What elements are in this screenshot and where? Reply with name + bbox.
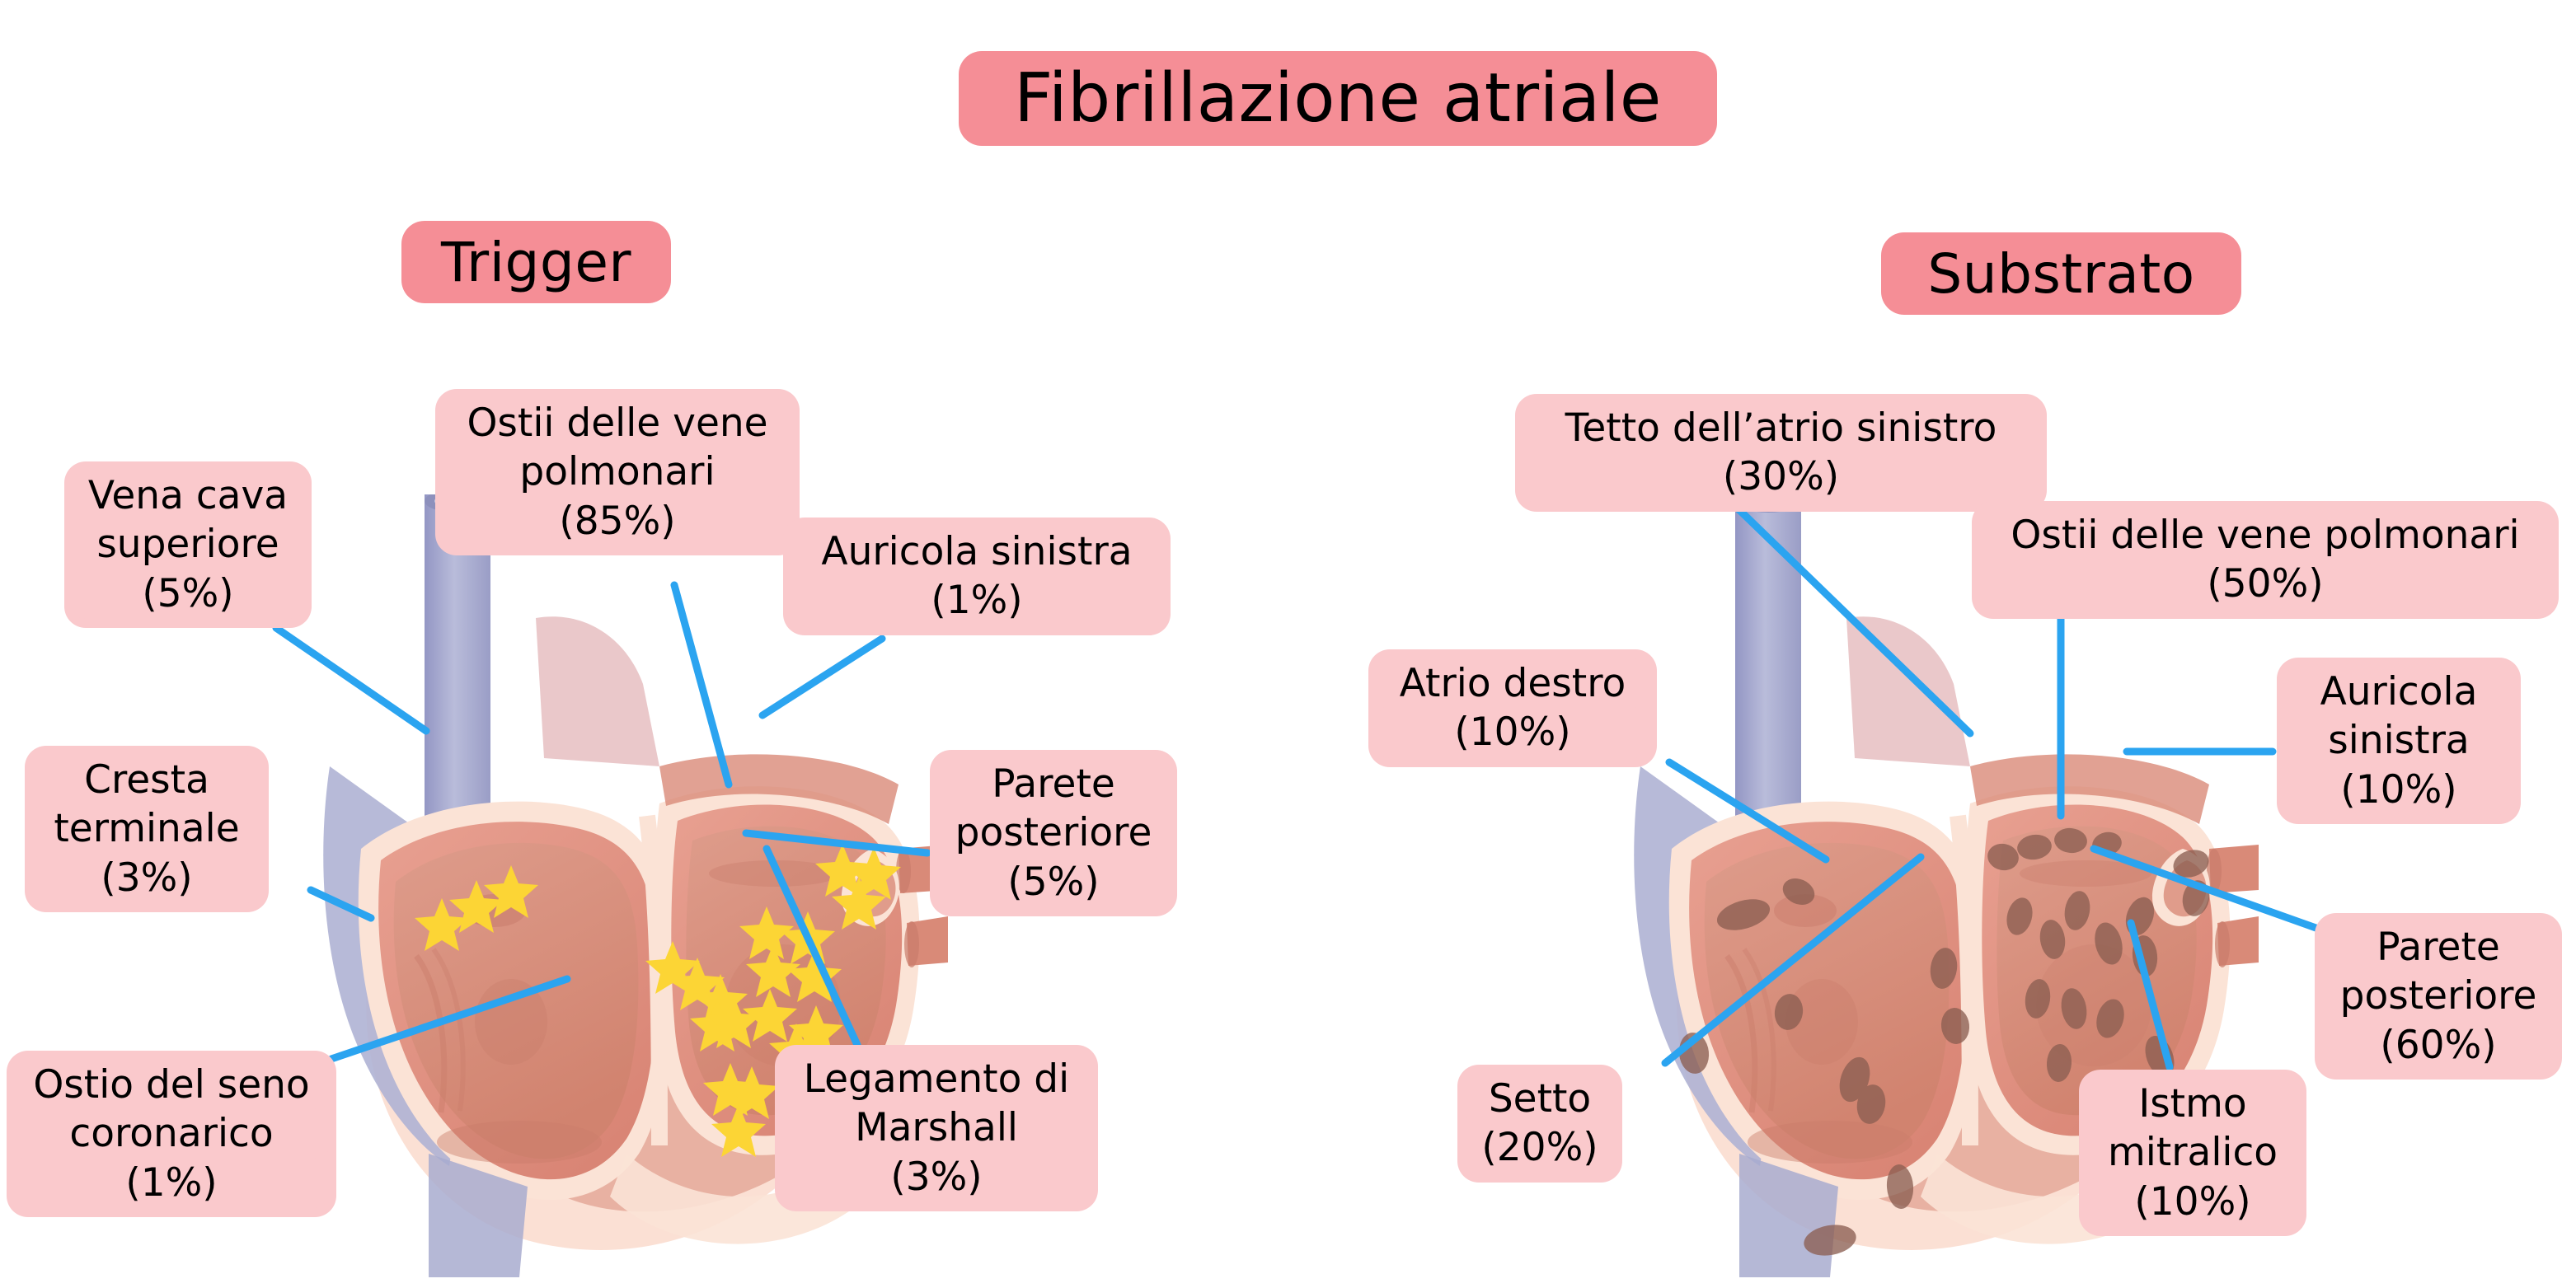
label-line: Ostii delle vene bbox=[442, 398, 793, 449]
panel-header-trigger: Trigger bbox=[401, 221, 671, 303]
label-auricola-sinistra-trigger: Auricola sinistra (1%) bbox=[783, 518, 1171, 635]
label-line: Atrio destro bbox=[1375, 658, 1650, 710]
label-line: (60%) bbox=[2321, 1019, 2555, 1070]
label-line: Cresta bbox=[31, 755, 262, 806]
label-line: (50%) bbox=[1978, 559, 2552, 610]
label-line: Tetto dell’atrio sinistro bbox=[1522, 403, 2040, 454]
label-line: Setto bbox=[1464, 1074, 1616, 1125]
panel-header-substrato: Substrato bbox=[1881, 232, 2241, 315]
label-line: (5%) bbox=[936, 856, 1171, 907]
label-line: (1%) bbox=[790, 575, 1164, 626]
label-vena-cava-superiore: Vena cava superiore (5%) bbox=[64, 461, 312, 628]
label-atrio-destro: Atrio destro (10%) bbox=[1368, 649, 1657, 767]
label-line: (10%) bbox=[2283, 764, 2514, 815]
label-line: coronarico bbox=[13, 1108, 330, 1159]
page-title: Fibrillazione atriale bbox=[959, 51, 1717, 146]
label-line: Istmo bbox=[2086, 1079, 2300, 1130]
label-line: Legamento di bbox=[781, 1054, 1091, 1105]
label-setto: Setto (20%) bbox=[1457, 1065, 1622, 1183]
label-line: superiore bbox=[71, 519, 305, 570]
label-parete-posteriore-trigger: Parete posteriore (5%) bbox=[930, 750, 1177, 916]
label-line: Parete bbox=[936, 759, 1171, 810]
label-ostii-vene-polmonari-trigger: Ostii delle vene polmonari (85%) bbox=[435, 389, 800, 555]
label-istmo-mitralico: Istmo mitralico (10%) bbox=[2079, 1070, 2306, 1236]
label-line: (10%) bbox=[1375, 707, 1650, 758]
label-line: (10%) bbox=[2086, 1176, 2300, 1227]
label-legamento-di-marshall: Legamento di Marshall (3%) bbox=[775, 1045, 1098, 1211]
label-line: Auricola sinistra bbox=[790, 527, 1164, 578]
label-line: posteriore bbox=[2321, 971, 2555, 1022]
label-cresta-terminale: Cresta terminale (3%) bbox=[25, 746, 269, 912]
label-auricola-sinistra-substrato: Auricola sinistra (10%) bbox=[2277, 658, 2521, 824]
label-line: (1%) bbox=[13, 1157, 330, 1208]
label-tetto-atrio-sinistro: Tetto dell’atrio sinistro (30%) bbox=[1515, 394, 2047, 512]
label-line: Vena cava bbox=[71, 471, 305, 522]
label-line: terminale bbox=[31, 803, 262, 855]
label-parete-posteriore-substrato: Parete posteriore (60%) bbox=[2315, 913, 2562, 1080]
label-line: (3%) bbox=[31, 852, 262, 903]
label-line: (30%) bbox=[1522, 452, 2040, 503]
label-line: Marshall bbox=[781, 1103, 1091, 1154]
label-line: Parete bbox=[2321, 922, 2555, 973]
label-line: (85%) bbox=[442, 495, 793, 546]
label-line: Ostii delle vene polmonari bbox=[1978, 510, 2552, 561]
label-line: sinistra bbox=[2283, 715, 2514, 766]
label-ostii-vene-polmonari-substrato: Ostii delle vene polmonari (50%) bbox=[1972, 501, 2559, 619]
label-line: (3%) bbox=[781, 1151, 1091, 1202]
label-line: polmonari bbox=[442, 447, 793, 498]
label-line: (5%) bbox=[71, 568, 305, 619]
label-line: posteriore bbox=[936, 808, 1171, 859]
label-ostio-seno-coronarico: Ostio del seno coronarico (1%) bbox=[7, 1051, 336, 1217]
label-line: Ostio del seno bbox=[13, 1060, 330, 1111]
label-line: Auricola bbox=[2283, 667, 2514, 718]
label-line: mitralico bbox=[2086, 1127, 2300, 1178]
label-line: (20%) bbox=[1464, 1122, 1616, 1173]
